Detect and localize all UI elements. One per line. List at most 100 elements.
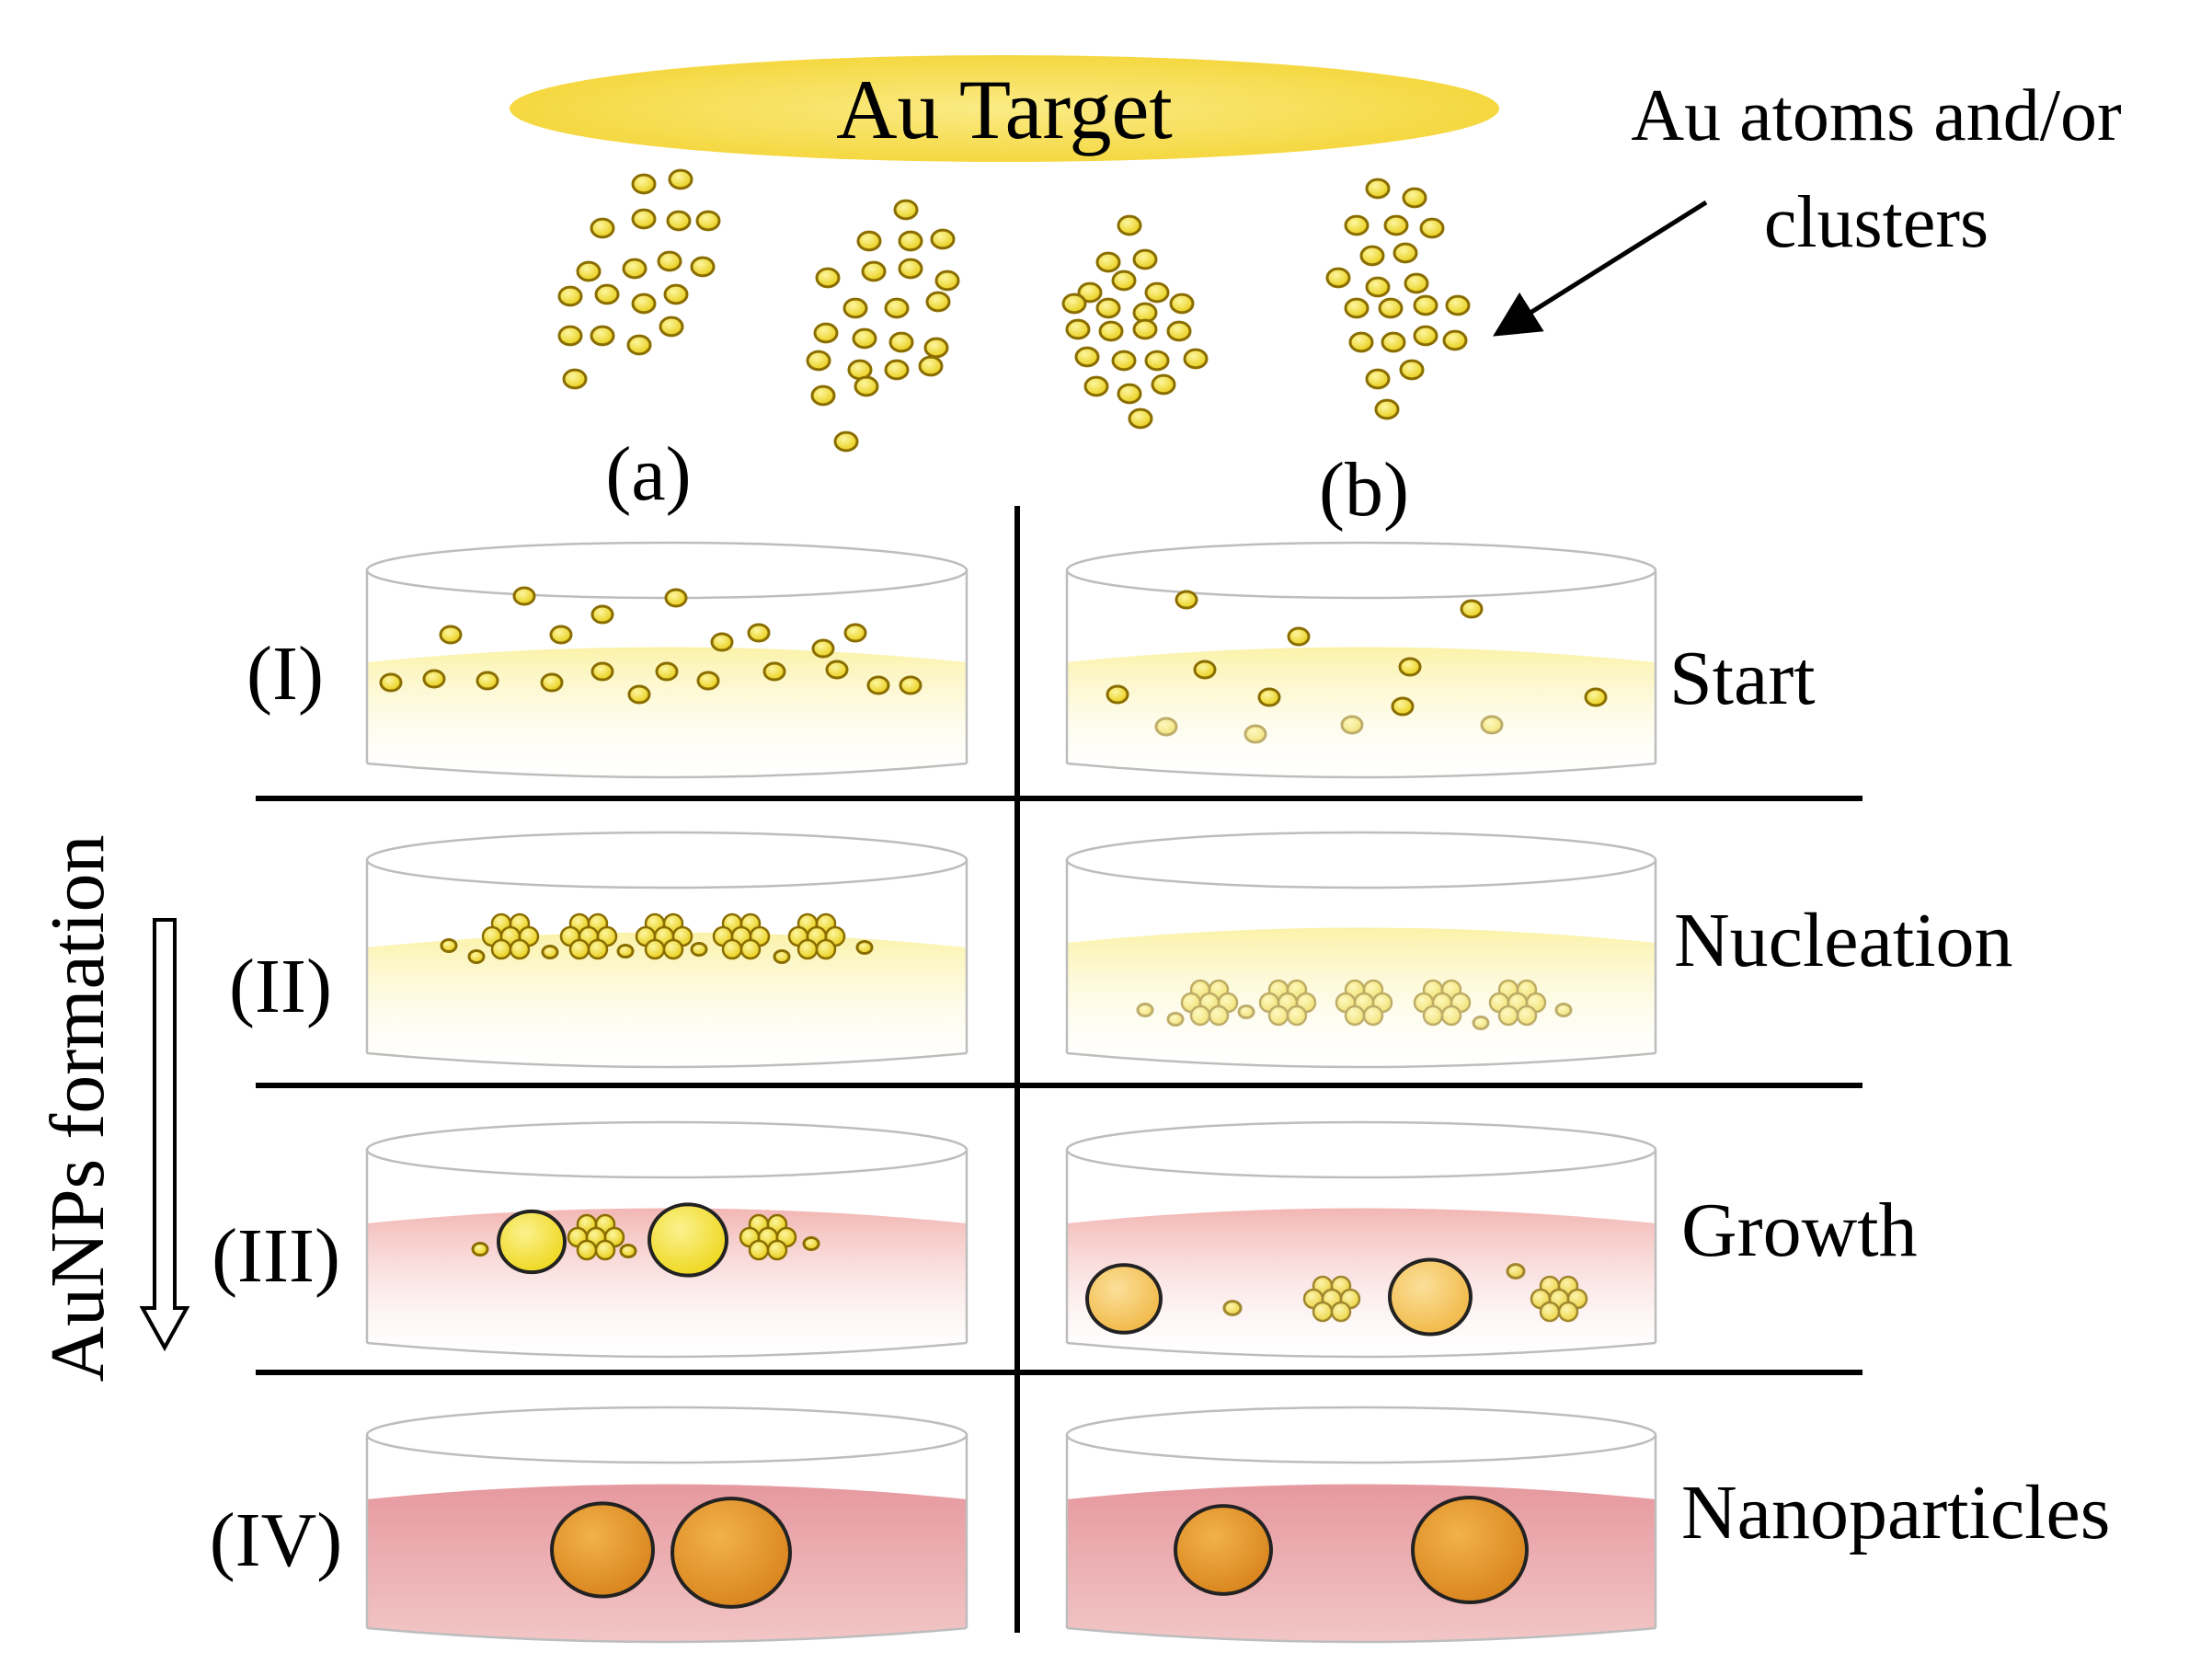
gold-atom <box>576 1239 598 1261</box>
gold-atom <box>1144 281 1170 304</box>
atom-group <box>1061 214 1209 430</box>
dish-rim <box>365 541 968 600</box>
gold-atom <box>773 948 791 965</box>
gold-atom <box>811 638 835 659</box>
gold-atom <box>439 625 463 645</box>
gold-atom <box>616 943 635 959</box>
column-a-label: (a) <box>605 431 691 517</box>
gold-atom <box>1312 1301 1334 1323</box>
gold-atom <box>1398 657 1422 677</box>
atom-cluster <box>1335 979 1393 1027</box>
gold-target-disc <box>510 55 1499 162</box>
dish-liquid <box>367 932 967 1067</box>
gold-atom <box>657 250 682 272</box>
atom-cluster <box>567 1213 625 1261</box>
gold-atom <box>1330 1301 1352 1323</box>
gold-atom <box>1340 715 1364 735</box>
gold-atom <box>490 938 512 960</box>
stage-name-start: Start <box>1669 636 1816 721</box>
atom-cluster <box>481 912 540 960</box>
gold-atom <box>810 384 836 407</box>
dish-b-nanoparticles <box>1065 1406 1657 1644</box>
gold-atom <box>512 586 536 606</box>
gold-atom <box>925 291 951 313</box>
gold-atom <box>549 625 573 645</box>
gold-atom <box>1169 293 1195 315</box>
gold-atom <box>1132 248 1158 270</box>
atom-cluster <box>1413 979 1472 1027</box>
stage-name-nanoparticles: Nanoparticles <box>1681 1470 2110 1555</box>
dish-liquid <box>1067 647 1656 777</box>
gold-atom <box>813 322 839 344</box>
gold-atom <box>1237 1004 1255 1020</box>
gold-atom <box>644 938 666 960</box>
gold-atom <box>1175 590 1198 610</box>
gold-atom <box>557 325 583 347</box>
atom-cluster <box>787 912 846 960</box>
gold-atom <box>626 334 652 356</box>
gold-atom <box>1445 294 1471 316</box>
gold-atom <box>923 337 949 359</box>
au-target: Au Target <box>510 55 1499 162</box>
gold-atom <box>1074 346 1100 368</box>
gold-atom <box>930 228 956 250</box>
atom-cluster <box>739 1213 797 1261</box>
gold-atom <box>619 1243 637 1259</box>
gold-atom <box>855 939 874 956</box>
gold-atom <box>766 1239 788 1261</box>
stage-numeral-3: (III) <box>212 1213 340 1299</box>
gold-atom <box>934 270 960 292</box>
gold-atom <box>695 210 721 232</box>
gold-atom <box>918 355 944 377</box>
falling-atom-groups <box>557 168 1471 453</box>
gold-atom <box>825 660 849 680</box>
gold-atom <box>655 661 679 682</box>
hollow-down-arrow-icon <box>139 918 190 1352</box>
gold-atom <box>1391 696 1415 717</box>
gold-atom <box>422 669 446 689</box>
gold-nanoparticle <box>1388 1257 1473 1337</box>
dish-base <box>1066 762 1656 779</box>
gold-atom <box>590 604 614 625</box>
dish-b-start <box>1065 541 1657 779</box>
gold-atom <box>590 325 615 347</box>
gold-atom <box>631 173 657 195</box>
column-b-label: (b) <box>1319 447 1409 533</box>
arrow-pointer-icon <box>1493 200 1708 337</box>
axis-label: AuNPs formation <box>35 835 120 1383</box>
gold-nanoparticle <box>670 1497 792 1609</box>
gold-atom <box>1359 245 1385 267</box>
gold-atom <box>1516 1004 1538 1027</box>
gold-atom <box>594 283 620 305</box>
gold-atom <box>509 938 531 960</box>
atom-group <box>1325 178 1471 420</box>
gold-atom <box>1378 297 1404 319</box>
gold-nanoparticle <box>550 1501 655 1599</box>
atom-cluster <box>1488 979 1547 1027</box>
gold-nanoparticle <box>1174 1504 1273 1596</box>
dish-a-growth <box>365 1120 968 1359</box>
gold-atom <box>1136 1002 1154 1018</box>
gold-atom <box>843 623 867 643</box>
gold-atom <box>1098 320 1124 342</box>
gold-atom <box>852 327 877 350</box>
gold-nanoparticle <box>1411 1495 1529 1605</box>
gold-atom <box>1287 626 1311 647</box>
gold-atom <box>748 1239 770 1261</box>
gold-atom <box>557 285 583 307</box>
gold-atom <box>1365 276 1391 298</box>
dish-liquid <box>367 1484 967 1642</box>
gold-atom <box>1151 373 1176 396</box>
gold-atom <box>1393 242 1418 264</box>
atoms-label-line1: Au atoms and/or <box>1631 75 2121 156</box>
gold-atom <box>590 217 615 239</box>
gold-atom <box>1132 318 1158 340</box>
gold-atom <box>1480 715 1504 735</box>
gold-atom <box>631 293 657 315</box>
gold-atom <box>1095 297 1121 319</box>
gold-atom <box>1077 281 1103 304</box>
gold-atom <box>1413 325 1438 347</box>
gold-atom <box>899 675 923 695</box>
gold-atom <box>659 316 684 338</box>
